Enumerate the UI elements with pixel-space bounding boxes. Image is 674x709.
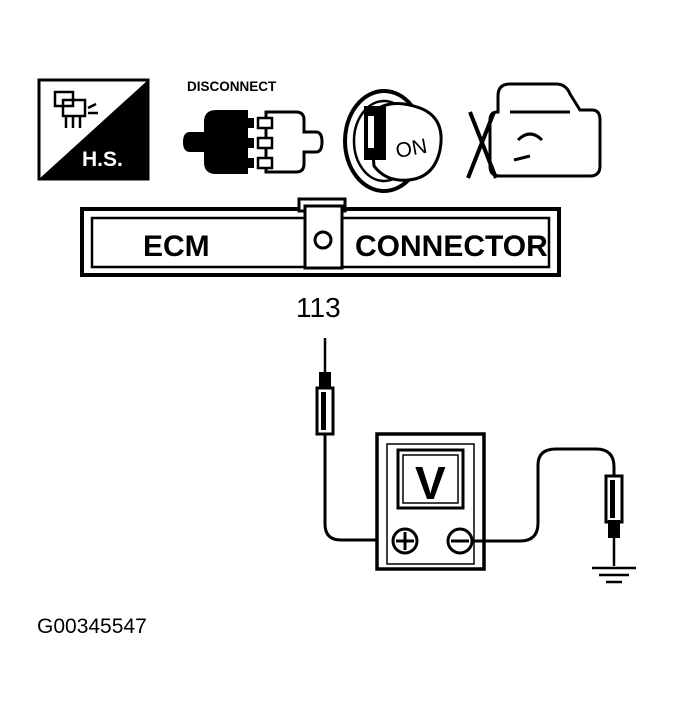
negative-probe [472,447,624,566]
hs-label: H.S. [82,148,123,171]
positive-terminal-icon [391,527,419,555]
ground-symbol-icon [592,566,636,584]
negative-terminal-icon [446,527,474,555]
voltmeter: V [375,432,486,571]
pin-number: 113 [296,292,341,323]
positive-probe [315,338,386,542]
figure-id: G00345547 [37,615,147,638]
disconnect-connector-icon: DISCONNECT [183,79,324,174]
meter-display: V [415,457,446,509]
connector-left-label: ECM [143,230,210,263]
engine-off-icon [466,82,602,179]
hot-soak-icon: H.S. [37,78,150,181]
ignition-on-label: ON [394,135,429,163]
ignition-key-on-icon: ON [343,89,443,193]
connector-terminal [313,230,333,250]
disconnect-label: DISCONNECT [187,79,277,94]
connector-right-label: CONNECTOR [355,230,548,263]
ecm-connector: ECM CONNECTOR [80,197,561,277]
